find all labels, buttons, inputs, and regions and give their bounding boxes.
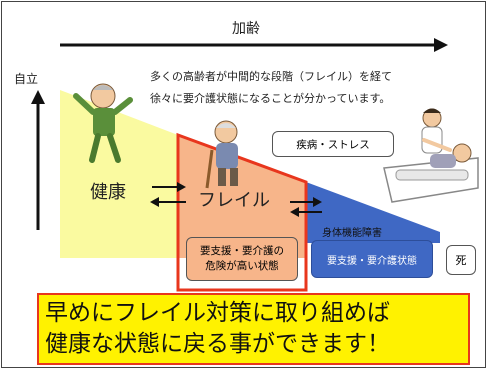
aging-label: 加齢 [232, 21, 260, 37]
description-line1: 多くの高齢者が中間的な段階（フレイル）を経て [150, 70, 392, 83]
care-region [306, 182, 440, 243]
call-to-action-banner: 早めにフレイル対策に取り組めば 健康な状態に戻る事ができます！ [37, 293, 470, 365]
health-region [60, 90, 178, 258]
aging-arrowhead [434, 38, 448, 52]
physical-disability-label: 身体機能障害 [322, 228, 382, 239]
frail-box-line1: 要支援・要介護の [200, 245, 284, 257]
description-line2: 徐々に要介護状態になることが分かっています。 [150, 92, 391, 105]
nurse-caring-patient-icon [383, 108, 479, 203]
death-box-text: 死 [455, 254, 467, 267]
independence-arrowhead [31, 90, 45, 104]
disease-stress-box: 疾病・ストレス [272, 131, 394, 157]
care-status-box: 要支援・要介護状態 [311, 240, 433, 278]
frail-status-box: 要支援・要介護の 危険が高い状態 [186, 237, 298, 281]
elderly-with-cane-icon [205, 120, 238, 189]
stage-frail-label: フレイル [198, 190, 270, 211]
frail-border [176, 132, 308, 292]
banner-line1: 早めにフレイル対策に取り組めば [45, 300, 390, 326]
care-box-text: 要支援・要介護状態 [327, 255, 417, 267]
death-box: 死 [446, 245, 476, 275]
person-exercising-icon [73, 83, 133, 163]
stage-health-label: 健康 [90, 182, 126, 203]
banner-line2: 健康な状態に戻る事ができます！ [45, 331, 390, 357]
independence-label: 自立 [14, 72, 39, 86]
frail-box-line2: 危険が高い状態 [205, 260, 279, 272]
disease-stress-text: 疾病・ストレス [296, 138, 370, 151]
